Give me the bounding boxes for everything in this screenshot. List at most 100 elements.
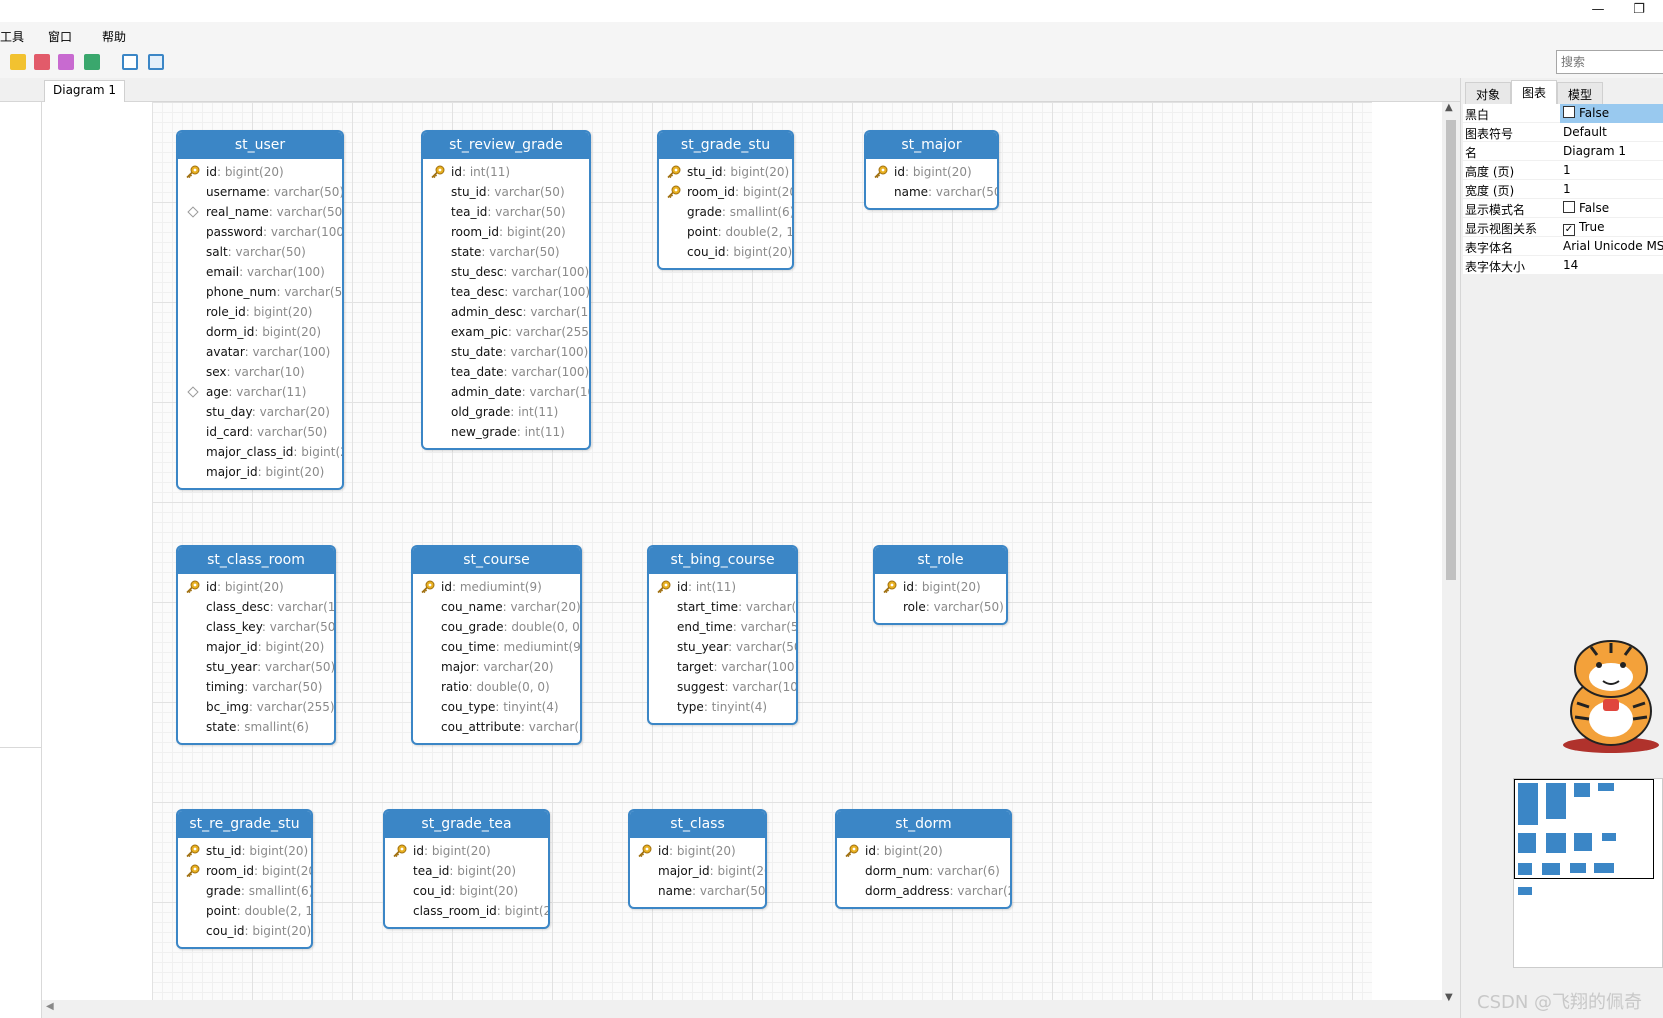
field-row[interactable]: target: varchar(100) <box>649 657 796 677</box>
scroll-thumb[interactable] <box>1446 120 1456 580</box>
field-row[interactable]: timing: varchar(50) <box>178 677 334 697</box>
diagram-overview[interactable] <box>1513 778 1663 968</box>
entity-title[interactable]: st_major <box>866 132 997 159</box>
field-row[interactable]: room_id: bigint(20) <box>659 182 792 202</box>
tab-objects[interactable]: 对象 <box>1465 82 1512 104</box>
entity-title[interactable]: st_grade_stu <box>659 132 792 159</box>
entity-st-grade-stu[interactable]: st_grade_stu stu_id: bigint(20)room_id: b… <box>657 130 794 270</box>
field-row[interactable]: grade: smallint(6) <box>659 202 792 222</box>
property-row[interactable]: 高度 (页)1 <box>1463 161 1663 180</box>
property-value[interactable]: Arial Unicode MS <box>1563 239 1663 253</box>
field-row[interactable]: point: double(2, 1) <box>659 222 792 242</box>
field-row[interactable]: class_room_id: bigint(20) <box>385 901 548 921</box>
entity-title[interactable]: st_review_grade <box>423 132 589 159</box>
field-row[interactable]: type: tinyint(4) <box>649 697 796 717</box>
tab-diagram[interactable]: 图表 <box>1511 80 1558 105</box>
property-row[interactable]: 显示视图关系✓True <box>1463 218 1663 237</box>
field-row[interactable]: cou_id: bigint(20) <box>178 921 311 941</box>
layer-icon[interactable] <box>84 54 100 70</box>
field-row[interactable]: suggest: varchar(100) <box>649 677 796 697</box>
field-row[interactable]: cou_name: varchar(20) <box>413 597 580 617</box>
field-row[interactable]: major_class_id: bigint(20) <box>178 442 342 462</box>
entity-title[interactable]: st_course <box>413 547 580 574</box>
field-row[interactable]: id: bigint(20) <box>630 841 765 861</box>
field-row[interactable]: id: int(11) <box>423 162 589 182</box>
tab-diagram-1[interactable]: Diagram 1 <box>44 80 125 103</box>
field-row[interactable]: dorm_num: varchar(6) <box>837 861 1010 881</box>
field-row[interactable]: new_grade: int(11) <box>423 422 589 442</box>
minimize-button[interactable]: — <box>1591 2 1605 17</box>
checkbox-icon[interactable] <box>1563 201 1575 213</box>
property-value[interactable]: 1 <box>1563 182 1571 196</box>
field-row[interactable]: salt: varchar(50) <box>178 242 342 262</box>
scroll-up-icon[interactable]: ▲ <box>1445 102 1453 113</box>
field-row[interactable]: ratio: double(0, 0) <box>413 677 580 697</box>
field-row[interactable]: id: bigint(20) <box>837 841 1010 861</box>
field-row[interactable]: old_grade: int(11) <box>423 402 589 422</box>
field-row[interactable]: state: varchar(50) <box>423 242 589 262</box>
image-icon[interactable] <box>34 54 50 70</box>
field-row[interactable]: id: mediumint(9) <box>413 577 580 597</box>
tab-model[interactable]: 模型 <box>1557 82 1604 104</box>
field-row[interactable]: real_name: varchar(50) <box>178 202 342 222</box>
restore-button[interactable]: ❐ <box>1633 2 1645 17</box>
field-row[interactable]: name: varchar(50) <box>630 881 765 901</box>
field-row[interactable]: age: varchar(11) <box>178 382 342 402</box>
field-row[interactable]: id: int(11) <box>649 577 796 597</box>
entity-title[interactable]: st_re_grade_stu <box>178 811 311 838</box>
auto-layout-icon[interactable] <box>122 54 138 70</box>
entity-st-course[interactable]: st_course id: mediumint(9)cou_name: varch… <box>411 545 582 745</box>
field-row[interactable]: stu_year: varchar(50) <box>649 637 796 657</box>
field-row[interactable]: email: varchar(100) <box>178 262 342 282</box>
entity-title[interactable]: st_user <box>178 132 342 159</box>
field-row[interactable]: admin_date: varchar(100) <box>423 382 589 402</box>
field-row[interactable]: role_id: bigint(20) <box>178 302 342 322</box>
field-row[interactable]: major_id: bigint(20) <box>178 462 342 482</box>
field-row[interactable]: avatar: varchar(100) <box>178 342 342 362</box>
field-row[interactable]: major: varchar(20) <box>413 657 580 677</box>
property-row[interactable]: 宽度 (页)1 <box>1463 180 1663 199</box>
search-input[interactable] <box>1556 50 1663 74</box>
scroll-left-icon[interactable]: ◀ <box>46 1001 54 1012</box>
field-row[interactable]: id_card: varchar(50) <box>178 422 342 442</box>
field-row[interactable]: id: bigint(20) <box>178 577 334 597</box>
field-row[interactable]: stu_id: varchar(50) <box>423 182 589 202</box>
property-value[interactable]: 14 <box>1563 258 1578 272</box>
field-row[interactable]: phone_num: varchar(50) <box>178 282 342 302</box>
field-row[interactable]: dorm_address: varchar(20) <box>837 881 1010 901</box>
entity-st-review-grade[interactable]: st_review_grade id: int(11)stu_id: varcha… <box>421 130 591 450</box>
property-value[interactable]: 1 <box>1563 163 1571 177</box>
entity-title[interactable]: st_grade_tea <box>385 811 548 838</box>
note-icon[interactable] <box>10 54 26 70</box>
field-row[interactable]: id: bigint(20) <box>385 841 548 861</box>
menu-tools[interactable]: 工具 <box>0 30 25 44</box>
field-row[interactable]: start_time: varchar(50) <box>649 597 796 617</box>
field-row[interactable]: id: bigint(20) <box>178 162 342 182</box>
field-row[interactable]: cou_attribute: varchar(20) <box>413 717 580 737</box>
field-row[interactable]: password: varchar(100) <box>178 222 342 242</box>
field-row[interactable]: grade: smallint(6) <box>178 881 311 901</box>
property-value[interactable]: ✓True <box>1563 220 1605 236</box>
field-row[interactable]: tea_desc: varchar(100) <box>423 282 589 302</box>
field-row[interactable]: class_desc: varchar(100) <box>178 597 334 617</box>
field-row[interactable]: state: smallint(6) <box>178 717 334 737</box>
property-value[interactable]: False <box>1563 201 1609 215</box>
property-value[interactable]: Default <box>1563 125 1607 139</box>
field-row[interactable]: bc_img: varchar(255) <box>178 697 334 717</box>
field-row[interactable]: id: bigint(20) <box>875 577 1006 597</box>
overview-viewport[interactable] <box>1514 779 1654 879</box>
field-row[interactable]: stu_id: bigint(20) <box>659 162 792 182</box>
